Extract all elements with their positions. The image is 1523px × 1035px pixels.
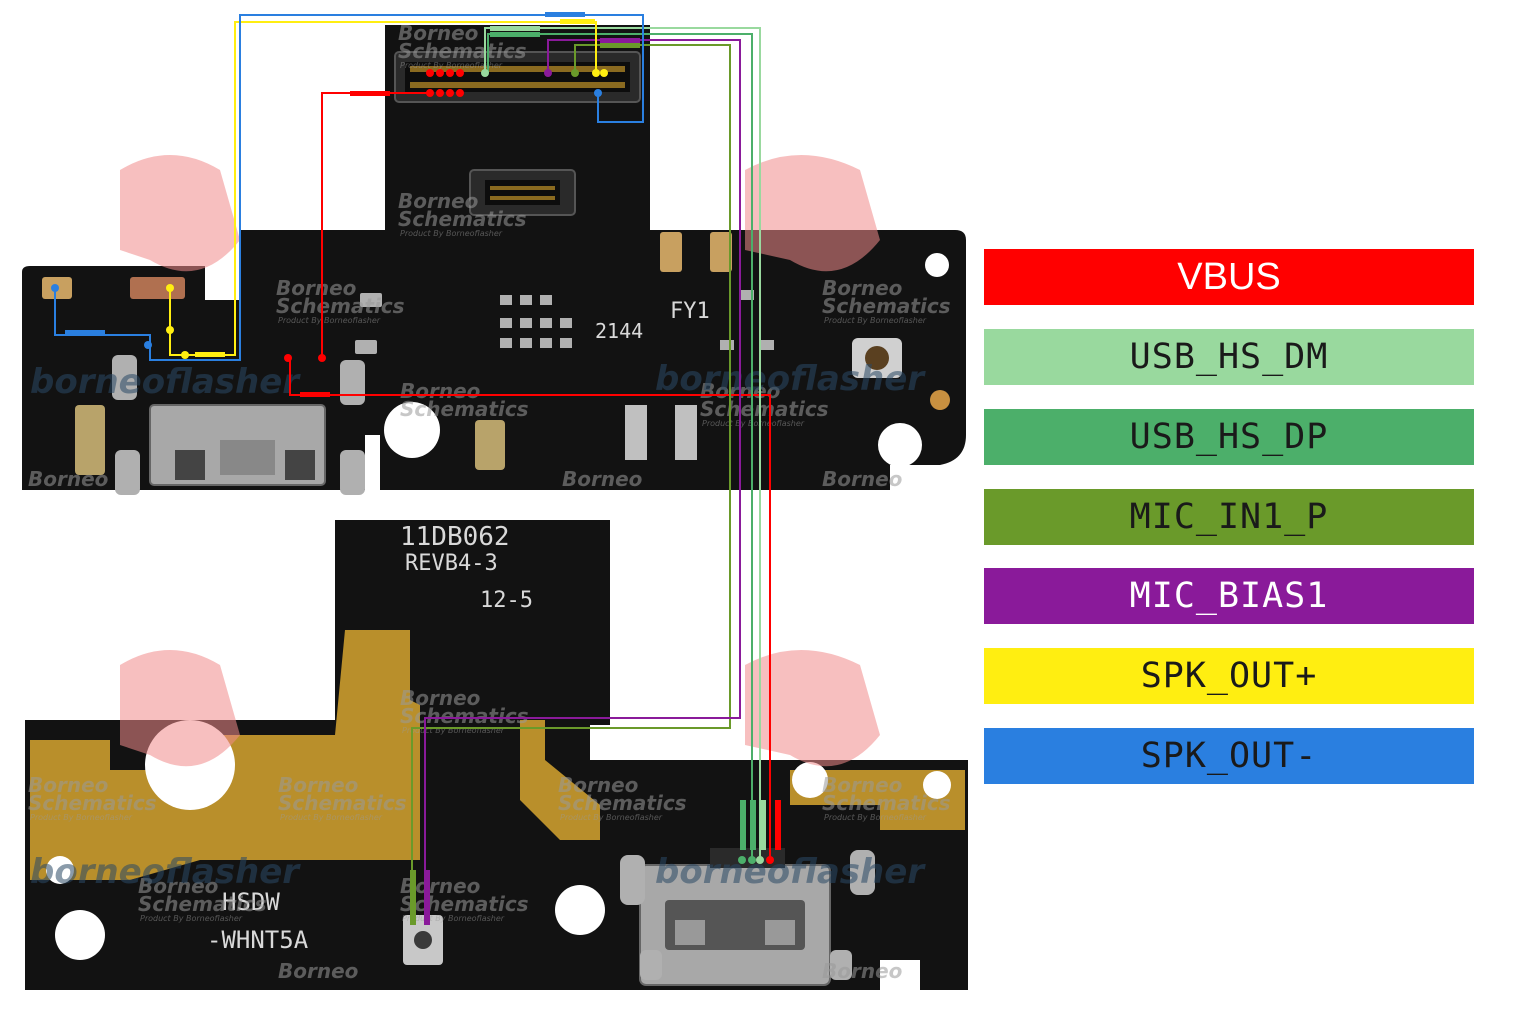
watermark-line2: Schematics	[276, 294, 405, 318]
trace-vbus	[321, 92, 430, 358]
watermark-line3: Product By Borneoflasher	[824, 316, 927, 325]
watermark-line3: Product By Borneoflasher	[702, 419, 805, 428]
watermark-line3: Product By Borneoflasher	[140, 914, 243, 923]
watermark-line1: Borneo	[822, 276, 903, 300]
watermark-line1: Borneo	[822, 959, 903, 983]
top-board-pads	[355, 290, 774, 354]
watermark-line3: Product By Borneoflasher	[280, 813, 383, 822]
watermark-line3: Product By Borneoflasher	[560, 813, 663, 822]
watermark-line2: Schematics	[138, 892, 267, 916]
watermark-line2: Schematics	[400, 397, 529, 421]
watermark-brand: borneoflasher	[30, 852, 301, 892]
watermark-line2: Schematics	[398, 207, 527, 231]
watermark-line3: Product By Borneoflasher	[402, 914, 505, 923]
connector-pins-top	[410, 66, 625, 88]
legend-label: USB_HS_DM	[1129, 337, 1329, 377]
legend-label: USB_HS_DP	[1129, 417, 1329, 457]
watermark-line2: Schematics	[700, 397, 829, 421]
silk-date: 12-5	[480, 588, 533, 613]
watermark-brand: borneoflasher	[655, 359, 926, 399]
watermark-line1: Borneo	[822, 773, 903, 797]
signal-traces	[54, 12, 771, 925]
trace-usb-dm	[484, 27, 761, 860]
silk-code-top2: 2144	[595, 319, 643, 343]
silk-bottom-code1: HSDW	[222, 888, 280, 916]
watermark-line2: Schematics	[278, 791, 407, 815]
watermark-line3: Product By Borneoflasher	[278, 316, 381, 325]
legend-label: MIC_IN1_P	[1129, 497, 1329, 537]
pcb-board-graphic: FY1 2144 11DB062 REVB4-3 12-5 HSDW -WHN	[22, 12, 968, 990]
watermark-logos	[120, 155, 880, 767]
trace-mic-in	[411, 44, 731, 925]
watermark-line3: Product By Borneoflasher	[402, 726, 505, 735]
silk-part-number: 11DB062	[400, 522, 510, 552]
legend-item-mic-bias1: MIC_BIAS1	[984, 568, 1474, 624]
mount-hole	[555, 885, 605, 935]
watermark-line1: Borneo	[28, 467, 109, 491]
legend-item-spk-out-minus: SPK_OUT-	[984, 728, 1474, 784]
mount-hole	[46, 856, 74, 884]
watermark-line1: Borneo	[276, 276, 357, 300]
watermark-line3: Product By Borneoflasher	[824, 813, 927, 822]
pcb-diagram: FY1 2144 11DB062 REVB4-3 12-5 HSDW -WHN	[22, 12, 968, 990]
watermark-line1: Borneo	[562, 467, 643, 491]
watermark-line1: Borneo	[278, 773, 359, 797]
watermark-line1: Borneo	[138, 874, 219, 898]
watermark-line1: Borneo	[28, 773, 109, 797]
mount-hole	[923, 771, 951, 799]
legend-label: VBUS	[1177, 255, 1281, 298]
watermark-line1: Borneo	[398, 21, 479, 45]
watermark-line2: Schematics	[400, 892, 529, 916]
watermark-line1: Borneo	[398, 189, 479, 213]
mount-hole	[55, 910, 105, 960]
watermark-line1: Borneo	[400, 686, 481, 710]
trace-spk-plus	[169, 21, 597, 356]
watermark-brand: borneoflasher	[30, 362, 301, 402]
watermark-line1: Borneo	[822, 467, 903, 491]
legend-label: SPK_OUT-	[1140, 736, 1318, 776]
silk-bottom-code2: -WHNT5A	[207, 926, 309, 954]
trace-vbus	[289, 358, 771, 860]
watermark-brand: borneoflasher	[655, 852, 926, 892]
watermark-line2: Schematics	[558, 791, 687, 815]
mount-hole	[384, 402, 440, 458]
silk-revision: REVB4-3	[405, 551, 498, 576]
watermark-line1: Borneo	[558, 773, 639, 797]
trace-usb-dp	[487, 33, 753, 860]
watermark-line3: Product By Borneoflasher	[30, 813, 133, 822]
watermark-line1: Borneo	[400, 379, 481, 403]
trace-mic-bias	[424, 39, 741, 925]
mount-hole	[792, 762, 828, 798]
legend-label: SPK_OUT+	[1140, 656, 1318, 696]
watermark-line2: Schematics	[400, 704, 529, 728]
watermark-line2: Schematics	[398, 39, 527, 63]
watermark-line2: Schematics	[822, 791, 951, 815]
legend-label: MIC_BIAS1	[1129, 576, 1329, 616]
legend-item-usb-hs-dp: USB_HS_DP	[984, 409, 1474, 465]
mount-hole	[925, 253, 949, 277]
silk-code-top: FY1	[670, 299, 710, 324]
legend-item-vbus: VBUS	[984, 249, 1474, 305]
watermark-line3: Product By Borneoflasher	[400, 229, 503, 238]
watermark-line1: Borneo	[278, 959, 359, 983]
legend-item-spk-out-plus: SPK_OUT+	[984, 648, 1474, 704]
watermark-text-group: Borneo Schematics Product By Borneoflash…	[28, 21, 951, 983]
watermark-line2: Schematics	[822, 294, 951, 318]
pin-markers	[51, 69, 774, 864]
watermark-line2: Schematics	[28, 791, 157, 815]
mount-hole	[878, 423, 922, 467]
legend-item-mic-in1-p: MIC_IN1_P	[984, 489, 1474, 545]
legend-item-usb-hs-dm: USB_HS_DM	[984, 329, 1474, 385]
watermark-line3: Product By Borneoflasher	[400, 61, 503, 70]
